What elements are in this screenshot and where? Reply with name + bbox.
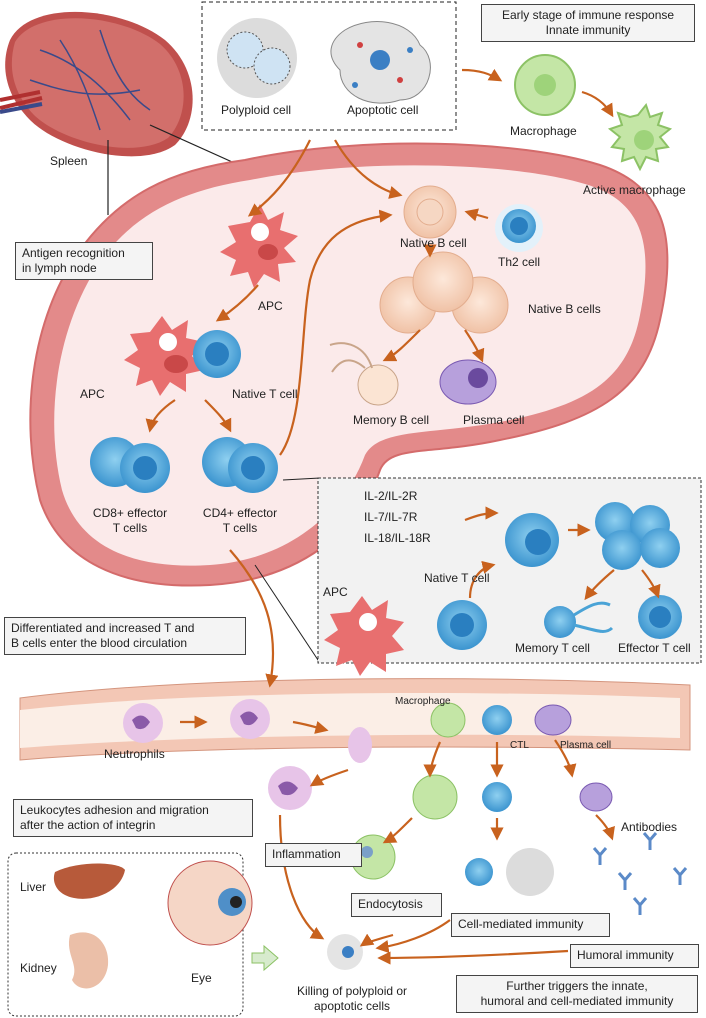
differentiated-line2: B cells enter the blood circulation	[11, 636, 188, 650]
plasma-cell-label: Plasma cell	[463, 413, 525, 427]
migrating-neutrophil-icon	[348, 727, 372, 763]
inset-native-t-cell-label: Native T cell	[424, 571, 490, 585]
inflammation-box: Inflammation	[265, 843, 362, 867]
leukocytes-line1: Leukocytes adhesion and migration	[20, 803, 209, 817]
th2-cell-label: Th2 cell	[498, 255, 541, 269]
lymph-node-shape	[29, 142, 669, 587]
macrophage-top-icon	[514, 54, 576, 116]
ctl-icon	[482, 705, 512, 735]
antibodies-icon	[592, 832, 688, 915]
differentiated-box: Differentiated and increased T and B cel…	[4, 617, 246, 655]
inset-activated-t-cell-icon	[505, 513, 559, 567]
killed-cells-icon	[327, 934, 363, 970]
eye-label: Eye	[191, 971, 212, 985]
cd8-label-line1: CD8+ effector	[92, 506, 168, 520]
vessel-plasma-cell-icon	[534, 704, 572, 736]
apc-left-label: APC	[80, 387, 105, 401]
spleen-label: Spleen	[50, 154, 88, 168]
memory-t-cell-icon	[544, 601, 614, 638]
native-b-cells-cluster	[379, 251, 509, 334]
early-stage-box: Early stage of immune response Innate im…	[481, 4, 695, 42]
native-b-cell-label: Native B cell	[400, 236, 467, 250]
cd4-label-line1: CD4+ effector	[202, 506, 278, 520]
early-stage-line1: Early stage of immune response	[501, 8, 675, 22]
antigen-line2: in lymph node	[22, 261, 97, 275]
plasma-cell-secreting-icon	[579, 782, 613, 812]
eye-icon	[167, 860, 253, 946]
cd8-effector-t-cells-icon	[90, 437, 170, 493]
killing-label-line1: Killing of polyploid or	[296, 984, 408, 998]
native-b-cells-label: Native B cells	[528, 302, 601, 316]
neutrophils-label: Neutrophils	[104, 747, 165, 761]
cd4-effector-t-cells-icon	[202, 437, 278, 493]
effector-t-cell-label: Effector T cell	[618, 641, 691, 655]
apc-top-label: APC	[258, 299, 283, 313]
inset-t-cell-cluster	[595, 502, 680, 570]
neutrophil-icon	[123, 703, 163, 743]
leukocytes-box: Leukocytes adhesion and migration after …	[13, 799, 253, 837]
inset-apc-icon	[324, 596, 404, 676]
humoral-box: Humoral immunity	[570, 944, 699, 968]
native-t-cell-label: Native T cell	[232, 387, 298, 401]
antibodies-label: Antibodies	[621, 820, 678, 834]
early-stage-line2: Innate immunity	[545, 23, 631, 37]
inset-apc-label: APC	[323, 585, 348, 599]
further-line2: humoral and cell-mediated immunity	[480, 994, 674, 1008]
ctl-cell-icon	[482, 782, 512, 812]
antigen-line1: Antigen recognition	[22, 246, 125, 260]
liver-label: Liver	[20, 880, 47, 894]
apc-left-icon	[124, 316, 204, 396]
plasma-cell-icon	[439, 359, 497, 405]
native-t-cell-icon	[193, 330, 241, 378]
leukocytes-line2: after the action of integrin	[20, 818, 156, 832]
ctl-killing-icon	[465, 848, 554, 896]
apoptotic-cell-label: Apoptotic cell	[347, 103, 419, 117]
liver-icon	[53, 863, 126, 899]
kidney-label: Kidney	[20, 961, 57, 975]
antigen-recognition-box: Antigen recognition in lymph node	[15, 242, 153, 280]
endocytosis-macrophage-icon	[350, 834, 396, 880]
apc-top-icon	[220, 204, 298, 288]
th2-cell-icon	[495, 204, 543, 252]
memory-t-cell-label: Memory T cell	[515, 641, 590, 655]
organ-arrow-icon	[251, 944, 279, 972]
native-b-cell-icon	[403, 185, 457, 239]
polyploid-cell-icon	[217, 18, 297, 98]
ctl-label: CTL	[510, 740, 529, 751]
cell-mediated-box: Cell-mediated immunity	[451, 913, 610, 937]
inset-native-t-cell-icon	[437, 600, 487, 650]
macrophage-top-label: Macrophage	[510, 124, 577, 138]
further-triggers-box: Further triggers the innate, humoral and…	[456, 975, 698, 1013]
inflammation-neutrophil-icon	[268, 766, 312, 810]
cd8-label-line2: T cells	[112, 521, 148, 535]
active-macrophage-label: Active macrophage	[583, 183, 686, 197]
spleen-illustration	[0, 11, 193, 157]
blood-vessel	[19, 678, 691, 761]
vessel-macrophage-icon	[430, 702, 466, 738]
kidney-icon	[68, 932, 109, 989]
memory-b-cell-icon	[329, 342, 399, 406]
vessel-plasma-cell-label: Plasma cell	[560, 740, 612, 751]
further-line1: Further triggers the innate,	[506, 979, 648, 993]
apoptotic-cell-icon	[330, 21, 431, 104]
cd4-label-line2: T cells	[222, 521, 258, 535]
differentiated-line1: Differentiated and increased T and	[11, 621, 195, 635]
il7-label: IL-7/IL-7R	[364, 510, 418, 524]
polyploid-cell-label: Polyploid cell	[221, 103, 292, 117]
endocytosis-box: Endocytosis	[351, 893, 442, 917]
macrophage-endocytosis-icon	[412, 774, 458, 820]
killing-label-line2: apoptotic cells	[313, 999, 391, 1013]
active-macrophage-icon	[607, 102, 673, 172]
vessel-macrophage-label: Macrophage	[395, 696, 451, 707]
adhering-neutrophil-icon	[230, 699, 270, 739]
memory-b-cell-label: Memory B cell	[353, 413, 430, 427]
il18-label: IL-18/IL-18R	[364, 531, 431, 545]
il2-label: IL-2/IL-2R	[364, 489, 418, 503]
effector-t-cell-icon	[638, 595, 682, 639]
